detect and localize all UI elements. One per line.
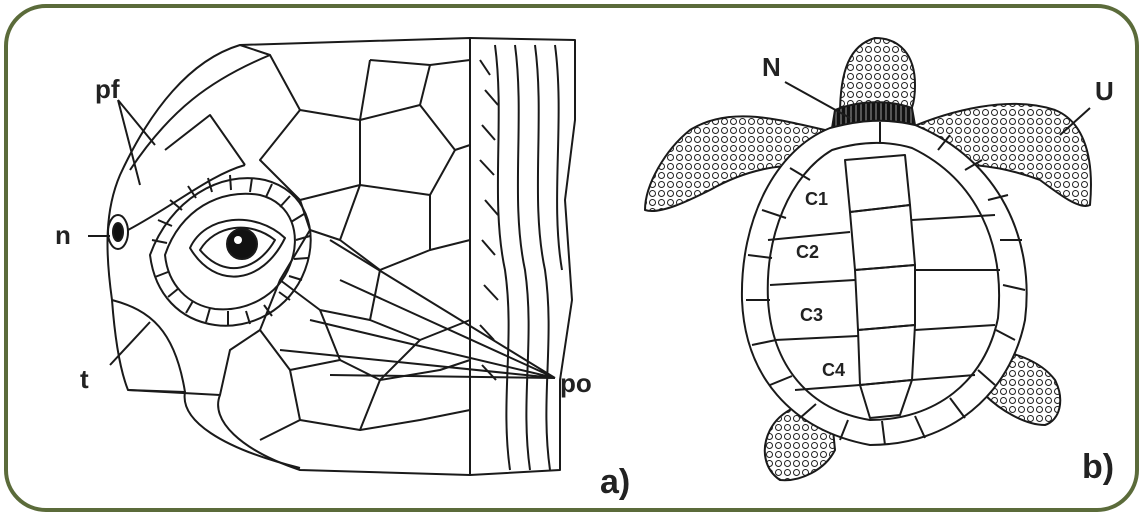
- scute-label-c4: C4: [822, 360, 845, 380]
- label-U: U: [1095, 76, 1114, 106]
- panel-a-label: a): [600, 463, 630, 501]
- label-pf: pf: [95, 74, 120, 104]
- label-n: n: [55, 220, 71, 250]
- label-po: po: [560, 368, 592, 398]
- label-t: t: [80, 364, 89, 394]
- scute-label-c2: C2: [796, 242, 819, 262]
- scute-label-c3: C3: [800, 305, 823, 325]
- panel-b-label: b): [1082, 448, 1114, 486]
- scute-label-c1: C1: [805, 189, 828, 209]
- label-N: N: [762, 52, 781, 82]
